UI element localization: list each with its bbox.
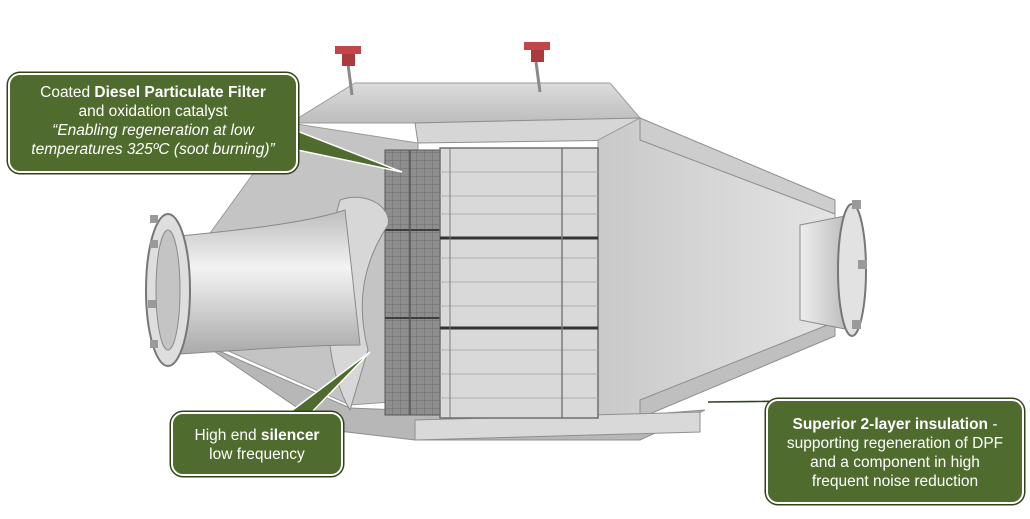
callout-dpf-subtitle: and oxidation catalyst bbox=[78, 103, 228, 120]
callout-silencer: High end silencer low frequency bbox=[171, 412, 343, 476]
callout-dpf-title: Diesel Particulate Filter bbox=[94, 84, 266, 101]
outlet-cone-upper-band bbox=[639, 117, 836, 215]
callout-silencer-prefix: High end bbox=[194, 427, 261, 444]
callout-dpf-prefix: Coated bbox=[40, 84, 95, 101]
housing-bottom-rim bbox=[414, 411, 701, 441]
outlet-cone-lower-band bbox=[639, 321, 836, 419]
inlet-pipe bbox=[159, 209, 361, 356]
callout-insulation-dash: - bbox=[988, 416, 998, 433]
callout-silencer-title: silencer bbox=[260, 427, 320, 444]
callout-insulation-title: Superior 2-layer insulation bbox=[792, 416, 989, 433]
callout-insulation: Superior 2-layer insulation - supporting… bbox=[766, 399, 1024, 504]
callout-diesel-particulate-filter: Coated Diesel Particulate Filter and oxi… bbox=[8, 73, 298, 173]
top-valve-right bbox=[524, 42, 550, 93]
top-valve-left bbox=[335, 46, 361, 96]
filter-grid-block bbox=[384, 149, 441, 416]
callout-insulation-line3: and a component in high bbox=[810, 454, 980, 471]
outlet-flange bbox=[837, 203, 867, 337]
catalyst-modules bbox=[439, 147, 599, 419]
callout-insulation-line2: supporting regeneration of DPF bbox=[786, 435, 1004, 452]
callout-dpf-quote-line2: temperatures 325ºC (soot burning)” bbox=[31, 141, 275, 158]
housing-top-panel bbox=[288, 82, 642, 124]
callout-insulation-line4: frequent noise reduction bbox=[811, 473, 979, 490]
callout-silencer-subtitle: low frequency bbox=[209, 446, 305, 463]
callout-dpf-quote-line1: “Enabling regeneration at low bbox=[52, 122, 254, 139]
